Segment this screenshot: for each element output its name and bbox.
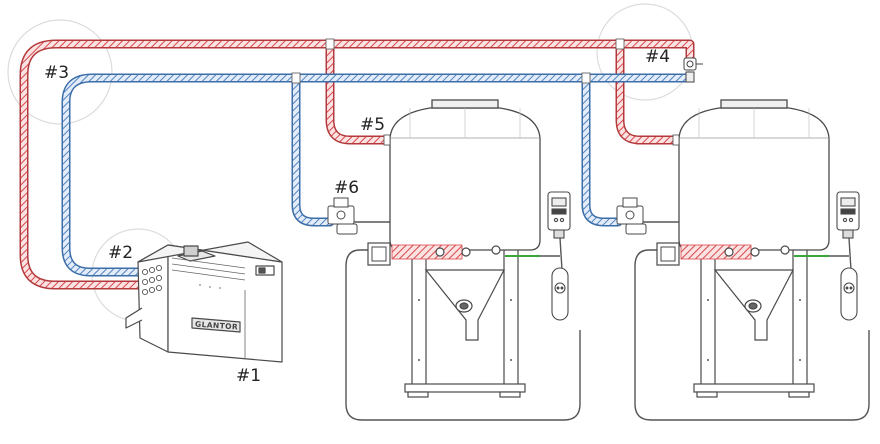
chiller-ports [141,264,163,296]
tee-fittings [291,38,625,84]
supply-pipe-red [19,39,695,290]
callout-tank-inlet: #5 [360,115,386,135]
temperature-controller [547,191,571,239]
fermenter-unit-2[interactable] [616,99,870,421]
return-pipe-blue [61,73,695,277]
heater-plug [551,267,569,321]
callout-valve-end: #4 [645,47,671,67]
callout-chiller: #1 [236,366,262,386]
callout-solenoid-valve: #6 [334,178,360,198]
highlight-circle-3 [7,19,113,125]
control-cable [345,249,581,421]
callout-pipe-corner: #3 [44,63,70,83]
fermenter-unit-1[interactable] [327,99,581,421]
end-valve[interactable] [683,57,703,83]
tank-body [389,99,541,251]
chiller-handle [125,307,143,329]
solenoid-valve [327,197,390,235]
cooling-jacket-band [391,244,463,260]
tank-stand [404,239,526,398]
glycol-chiller[interactable] [125,241,283,363]
chiller-badge: GLANTOR [195,320,239,332]
callout-chiller-ports: #2 [108,243,134,263]
